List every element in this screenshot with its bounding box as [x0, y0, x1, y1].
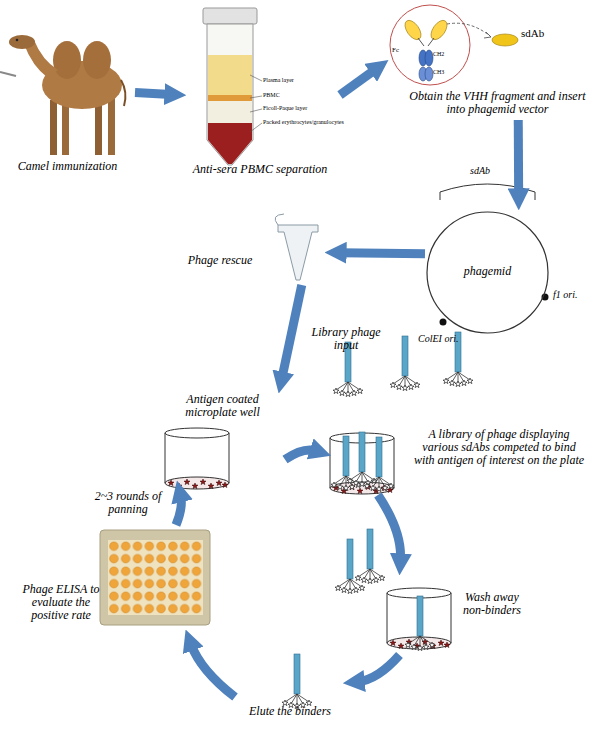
step-node: Antigen coated microplate well: [160, 393, 285, 488]
binding-well: [364, 437, 394, 492]
wash-well: [335, 529, 451, 651]
camel-illustration: [9, 35, 35, 49]
eppendorf-tube: [278, 225, 318, 280]
antibody-illustration: [390, 5, 470, 85]
centrifuge-tube: [207, 24, 253, 165]
wash-well: [405, 596, 435, 651]
step-caption: Camel immunization: [5, 160, 130, 173]
centrifuge-tube: [208, 95, 252, 101]
step-node: A library of phage displaying various sd…: [325, 420, 590, 495]
step-caption: Obtain the VHH fragment and insert into …: [405, 90, 590, 116]
antibody-illustration: [484, 32, 491, 38]
wash-well: [355, 529, 385, 584]
part-label: CH3: [433, 69, 444, 75]
antibody-illustration: [447, 23, 490, 36]
elisa-plate-photo: [108, 540, 203, 615]
step-caption: Antigen coated microplate well: [160, 393, 285, 419]
part-label: Packed erythrocytes/granulocytes: [263, 119, 344, 125]
phagemid-marks: [440, 184, 549, 326]
camel-illustration: [62, 102, 69, 155]
step-node: Obtain the VHH fragment and insert into …: [385, 5, 590, 120]
centrifuge-tube: [208, 101, 252, 123]
antibody-illustration: [425, 67, 433, 81]
flow-arrow: [135, 93, 171, 95]
elisa-plate-photo: [100, 530, 210, 625]
flow-arrow: [340, 69, 376, 95]
antibody-illustration: [425, 50, 433, 66]
step-node: Elute the binders: [235, 655, 345, 725]
step-node: Phage rescue: [170, 220, 325, 285]
part-label: Plasma layer: [263, 77, 294, 83]
edge-label: 2~3 rounds of panning: [88, 490, 168, 516]
centrifuge-tube: [250, 75, 262, 132]
antibody-illustration: [390, 5, 518, 85]
step-node: Camel immunization: [0, 0, 135, 185]
eluted-phage: [282, 654, 312, 709]
part-label: f1 ori.: [553, 290, 577, 300]
step-caption: Phage rescue: [170, 254, 270, 267]
antibody-illustration: [418, 38, 434, 46]
camel-illustration: [53, 41, 81, 79]
antibody-illustration: [402, 18, 424, 43]
centrifuge-tube: [203, 8, 257, 24]
step-node: Phage ELISA to evaluate the positive rat…: [20, 525, 215, 630]
part-label: sdAb: [470, 166, 490, 176]
flow-arrow: [378, 495, 401, 560]
elisa-plate-photo: [100, 530, 210, 625]
step-caption: A library of phage displaying various sd…: [413, 428, 585, 467]
centrifuge-tube: [208, 55, 252, 95]
part-label: Ficoll-Paque layer: [263, 105, 307, 111]
camel-illustration: [95, 100, 102, 155]
flow-arrow: [358, 655, 399, 682]
eluted-phage: [282, 654, 312, 709]
eppendorf-tube: [275, 214, 284, 225]
antigen-well: [165, 428, 229, 489]
centrifuge-tube: [208, 123, 252, 164]
eppendorf-tube: [275, 214, 318, 280]
phagemid-marks: [440, 319, 447, 326]
part-label: ColEI ori.: [418, 334, 459, 344]
step-node: Anti-sera PBMC separation: [180, 5, 340, 185]
binding-well: [330, 432, 394, 494]
binding-well: [347, 432, 377, 487]
flow-arrow: [340, 253, 425, 254]
step-caption: Elute the binders: [235, 705, 345, 718]
camel-illustration: [16, 39, 19, 42]
wash-well: [335, 539, 365, 594]
plasmid-ring: [427, 212, 548, 333]
camel-illustration: [0, 35, 125, 155]
flow-arrow: [514, 120, 523, 195]
flow-arrow: [176, 496, 181, 525]
flow-arrow: [191, 644, 235, 697]
centrifuge-tube: [203, 8, 262, 165]
library-phages: [390, 336, 420, 391]
part-label: sdAb: [521, 28, 544, 39]
step-caption: Phage ELISA to evaluate the positive rat…: [20, 583, 102, 622]
antigen-well: [165, 428, 229, 489]
camel-illustration: [121, 80, 125, 106]
camel-illustration: [83, 41, 111, 79]
step-caption: Anti-sera PBMC separation: [180, 163, 340, 176]
plasmid-circle: phagemid: [425, 210, 550, 335]
antibody-illustration: [492, 34, 518, 46]
step-caption: Wash away non-binders: [457, 591, 527, 617]
step-node: Wash away non-binders: [385, 575, 530, 655]
flow-arrow: [285, 450, 316, 460]
part-label: PBMC: [263, 92, 280, 98]
part-label: CH2: [433, 51, 444, 57]
edge-label: Library phage input: [310, 326, 382, 352]
part-label: Fc: [392, 47, 399, 54]
camel-illustration: [108, 98, 115, 155]
camel-illustration: [0, 72, 16, 76]
binding-well: [330, 433, 394, 494]
flow-arrow: [282, 285, 302, 378]
step-caption: phagemid: [450, 265, 525, 278]
antibody-illustration: [428, 18, 450, 43]
camel-illustration: [50, 100, 57, 155]
